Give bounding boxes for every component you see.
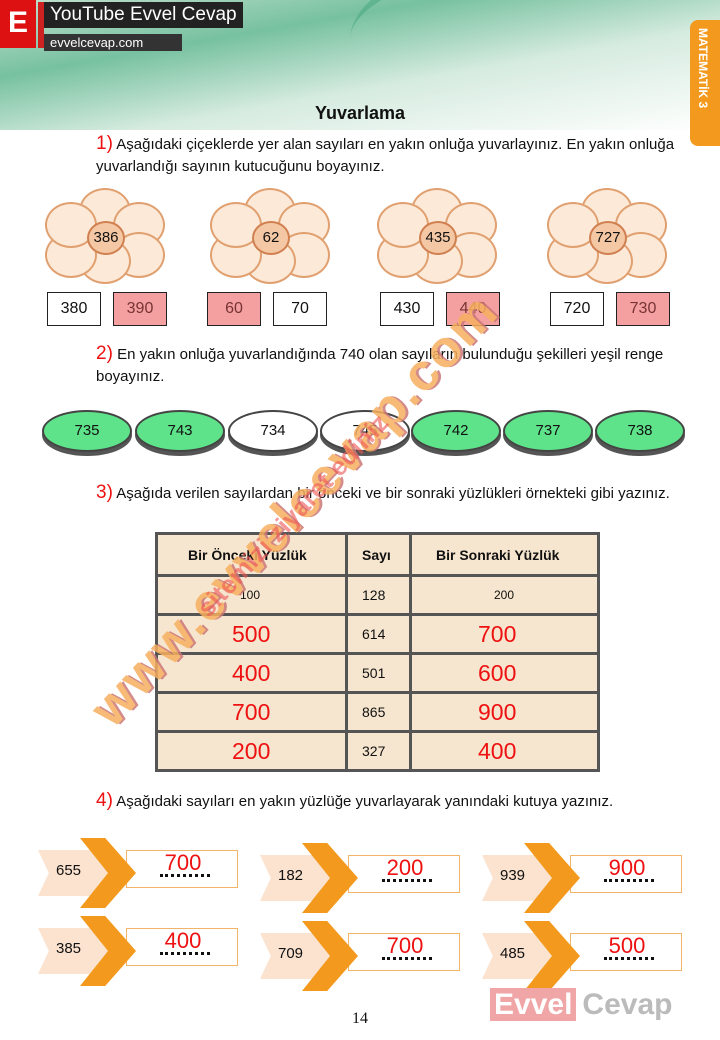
flower: 386	[43, 188, 167, 284]
q-number: 1)	[96, 133, 113, 154]
answer-dots	[604, 879, 654, 882]
flower-number: 435	[419, 221, 457, 255]
number-cell: 865	[345, 691, 412, 733]
given-number: 182	[278, 867, 304, 884]
answer-value[interactable]: 700	[386, 933, 424, 958]
flower: 727	[545, 188, 669, 284]
number-cell: 327	[345, 730, 412, 772]
answer-cell[interactable]: 600	[409, 652, 600, 694]
answer-box[interactable]: 380	[47, 292, 101, 326]
answer-value[interactable]: 200	[386, 855, 424, 880]
rounding-arrow: 385 400	[38, 916, 238, 986]
answer-value[interactable]: 400	[164, 928, 202, 953]
given-number: 485	[500, 945, 526, 962]
q-number: 4)	[96, 790, 113, 811]
answer-box[interactable]: 720	[550, 292, 604, 326]
answer-box[interactable]	[126, 928, 238, 966]
question-2: 2) En yakın onluğa yuvarlandığında 740 o…	[96, 343, 691, 388]
table-header: Bir Önceki Yüzlük Sayı Bir Sonraki Yüzlü…	[155, 532, 600, 577]
brand-logo: E	[0, 0, 36, 48]
page-title: Yuvarlama	[314, 103, 406, 123]
rounding-arrow: 939 900	[482, 843, 682, 913]
answer-cell[interactable]: 700	[155, 691, 348, 733]
number-oval[interactable]: 738	[595, 410, 685, 452]
answer-cell[interactable]: 700	[409, 613, 600, 655]
q-text: Aşağıdaki sayıları en yakın yüzlüğe yuva…	[116, 793, 614, 810]
q-text: Aşağıda verilen sayılardan bir önceki ve…	[116, 485, 670, 502]
col-header: Bir Sonraki Yüzlük	[409, 532, 600, 577]
flower-number: 62	[252, 221, 290, 255]
answer-box[interactable]: 430	[380, 292, 434, 326]
answer-box[interactable]: 730	[616, 292, 670, 326]
question-1: 1) Aşağıdaki çiçeklerde yer alan sayılar…	[96, 133, 691, 178]
given-number: 655	[56, 862, 82, 879]
answer-box[interactable]: 70	[273, 292, 327, 326]
flower: 62	[208, 188, 332, 284]
number-oval[interactable]: 742	[411, 410, 501, 452]
question-4: 4) Aşağıdaki sayıları en yakın yüzlüğe y…	[96, 790, 691, 813]
site-link[interactable]: evvelcevap.com	[44, 34, 182, 51]
subject-label: MATEMATİK 3	[696, 28, 710, 109]
flower-number: 386	[87, 221, 125, 255]
number-oval[interactable]: 734	[228, 410, 318, 452]
number-cell: 128	[345, 574, 412, 616]
number-oval[interactable]: 745	[320, 410, 410, 452]
brand-b: Cevap	[582, 988, 673, 1021]
q-text: Aşağıdaki çiçeklerde yer alan sayıları e…	[96, 136, 675, 175]
logo-bar	[38, 2, 44, 48]
given-number: 939	[500, 867, 526, 884]
answer-cell[interactable]: 400	[155, 652, 348, 694]
rounding-arrow: 485 500	[482, 921, 682, 991]
col-header: Sayı	[345, 532, 412, 577]
answer-cell[interactable]: 200	[155, 730, 348, 772]
given-number: 709	[278, 945, 304, 962]
rounding-arrow: 655 700	[38, 838, 238, 908]
answer-dots	[160, 874, 210, 877]
flower-number: 727	[589, 221, 627, 255]
answer-dots	[160, 952, 210, 955]
rounding-arrow: 182 200	[260, 843, 460, 913]
answer-value[interactable]: 500	[608, 933, 646, 958]
answer-box[interactable]	[348, 855, 460, 893]
answer-box[interactable]: 60	[207, 292, 261, 326]
answer-cell[interactable]: 100	[155, 574, 348, 616]
answer-cell[interactable]: 900	[409, 691, 600, 733]
answer-dots	[382, 957, 432, 960]
q-number: 2)	[96, 343, 113, 364]
answer-box[interactable]	[348, 933, 460, 971]
answer-value[interactable]: 700	[164, 850, 202, 875]
given-number: 385	[56, 940, 82, 957]
col-header: Bir Önceki Yüzlük	[155, 532, 348, 577]
answer-cell[interactable]: 200	[409, 574, 600, 616]
answer-cell[interactable]: 400	[409, 730, 600, 772]
subject-tab: MATEMATİK 3	[690, 20, 720, 146]
brand-a: Evvel	[490, 988, 577, 1021]
hundreds-table: Bir Önceki Yüzlük Sayı Bir Sonraki Yüzlü…	[155, 532, 600, 772]
number-cell: 501	[345, 652, 412, 694]
number-oval[interactable]: 735	[42, 410, 132, 452]
answer-box[interactable]	[570, 855, 682, 893]
answer-dots	[604, 957, 654, 960]
answer-box[interactable]: 390	[113, 292, 167, 326]
answer-cell[interactable]: 500	[155, 613, 348, 655]
number-cell: 614	[345, 613, 412, 655]
answer-value[interactable]: 900	[608, 855, 646, 880]
page-number: 14	[352, 1010, 368, 1027]
number-oval[interactable]: 743	[135, 410, 225, 452]
answer-dots	[382, 879, 432, 882]
rounding-arrow: 709 700	[260, 921, 460, 991]
answer-box[interactable]: 440	[446, 292, 500, 326]
q-text: En yakın onluğa yuvarlandığında 740 olan…	[96, 346, 664, 385]
flower: 435	[375, 188, 499, 284]
q-number: 3)	[96, 482, 113, 503]
youtube-label: YouTube Evvel Cevap	[44, 2, 243, 28]
question-3: 3) Aşağıda verilen sayılardan bir önceki…	[96, 482, 691, 505]
number-oval[interactable]: 737	[503, 410, 593, 452]
